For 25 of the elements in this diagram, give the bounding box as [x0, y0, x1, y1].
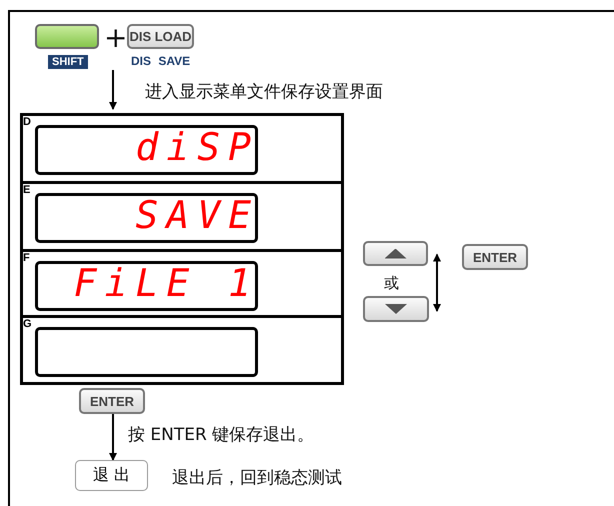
node-label: DIS SAVE: [131, 54, 190, 68]
edge-label: 进入显示菜单文件保存设置界面: [145, 81, 383, 103]
up-key: [363, 241, 428, 266]
row-letter: F: [23, 252, 30, 264]
enter-key: ENTER: [462, 244, 528, 270]
arrow: [430, 254, 444, 312]
shift-key: [35, 24, 99, 49]
edge-label: 按 ENTER 键保存退出。: [128, 424, 314, 446]
down-key: [363, 296, 429, 322]
key-label: SHIFT: [48, 55, 88, 69]
display-readout: diSP: [135, 125, 259, 169]
display-readout: SAVE: [135, 193, 259, 237]
arrow: [106, 414, 120, 461]
row-letter: E: [23, 184, 30, 196]
display-panel: [20, 113, 344, 385]
row-letter: D: [23, 116, 31, 128]
dis-load-key: DIS LOAD: [127, 24, 194, 49]
enter-key: ENTER: [79, 388, 145, 414]
or-label: 或: [384, 274, 399, 293]
arrow: [106, 70, 120, 110]
plus-sign: +: [104, 24, 128, 52]
node-label: 退出后，回到稳态测试: [172, 467, 342, 489]
row-letter: G: [23, 318, 32, 330]
button-label: 退 出: [75, 460, 148, 491]
display-readout: FiLE 1: [74, 261, 259, 305]
